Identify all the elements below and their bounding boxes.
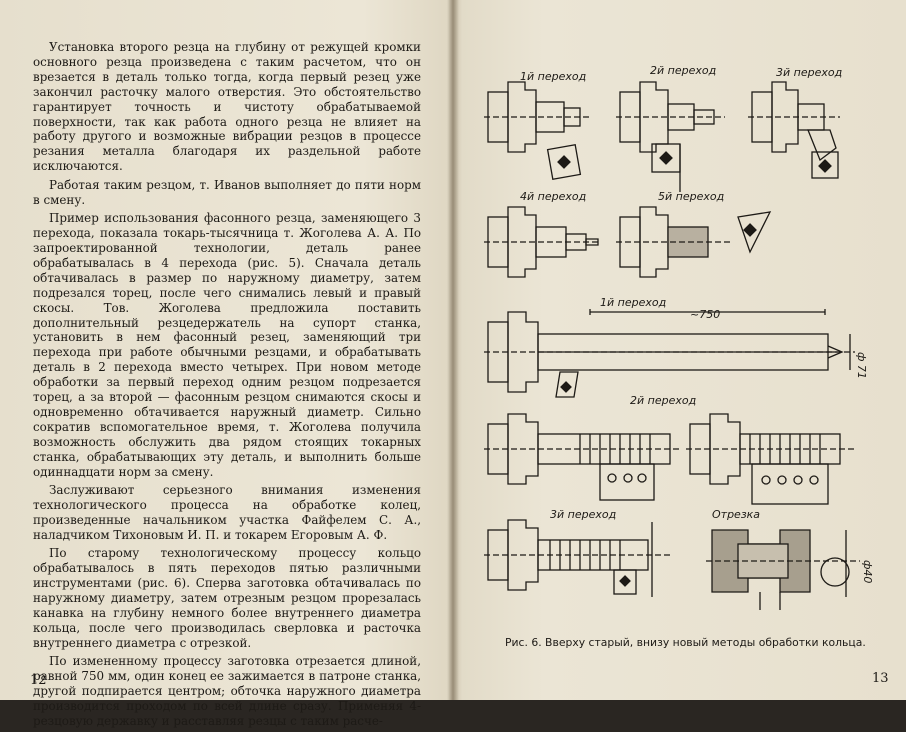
label-old-op2: 2й переход — [650, 64, 716, 77]
old-op5-drawing — [616, 206, 772, 278]
label-new-op2: 2й переход — [630, 394, 696, 407]
new-op3-drawing — [484, 519, 670, 597]
paragraph: Установка второго резца на глубину от ре… — [33, 40, 421, 174]
old-op1-drawing — [484, 81, 590, 180]
figure-caption: Рис. 6. Вверху старый, внизу новый метод… — [505, 636, 866, 649]
old-op3-drawing — [748, 81, 840, 179]
label-old-op1: 1й переход — [520, 70, 586, 83]
label-old-op5: 5й переход — [658, 190, 724, 203]
right-page: 1й переход 2й переход 3й переход 4й пере… — [455, 0, 906, 700]
book-gutter — [447, 0, 459, 700]
new-op2-drawing — [484, 413, 855, 505]
page-number-left: 12 — [30, 673, 47, 688]
label-old-op4: 4й переход — [520, 190, 586, 203]
cutoff-drawing — [706, 529, 860, 610]
page-number-right: 13 — [872, 671, 889, 686]
label-new-op3: 3й переход — [550, 508, 616, 521]
label-old-op3: 3й переход — [776, 66, 842, 79]
old-op4-drawing — [484, 206, 600, 278]
new-op1-drawing — [484, 309, 855, 398]
paragraph: Пример использования фасонного резца, за… — [33, 211, 421, 479]
label-new-op1: 1й переход — [600, 296, 666, 309]
label-cutoff: Отрезка — [712, 508, 760, 521]
paragraph: Заслуживают серьезного внимания изменени… — [33, 483, 421, 542]
label-new-diameter: ф 71 — [855, 352, 868, 379]
paragraph: Работая таким резцом, т. Иванов выполняе… — [33, 177, 421, 207]
label-new-length: ~750 — [690, 308, 720, 321]
label-cutoff-diameter: ф40 — [861, 560, 874, 583]
left-page: Установка второго резца на глубину от ре… — [0, 0, 452, 728]
paragraph: По измененному процессу заготовка отреза… — [33, 654, 421, 728]
old-op2-drawing — [616, 81, 725, 192]
left-page-text: Установка второго резца на глубину от ре… — [33, 40, 421, 732]
paragraph: По старому технологическому процессу кол… — [33, 546, 421, 650]
figure-6: 1й переход 2й переход 3й переход 4й пере… — [484, 64, 874, 610]
